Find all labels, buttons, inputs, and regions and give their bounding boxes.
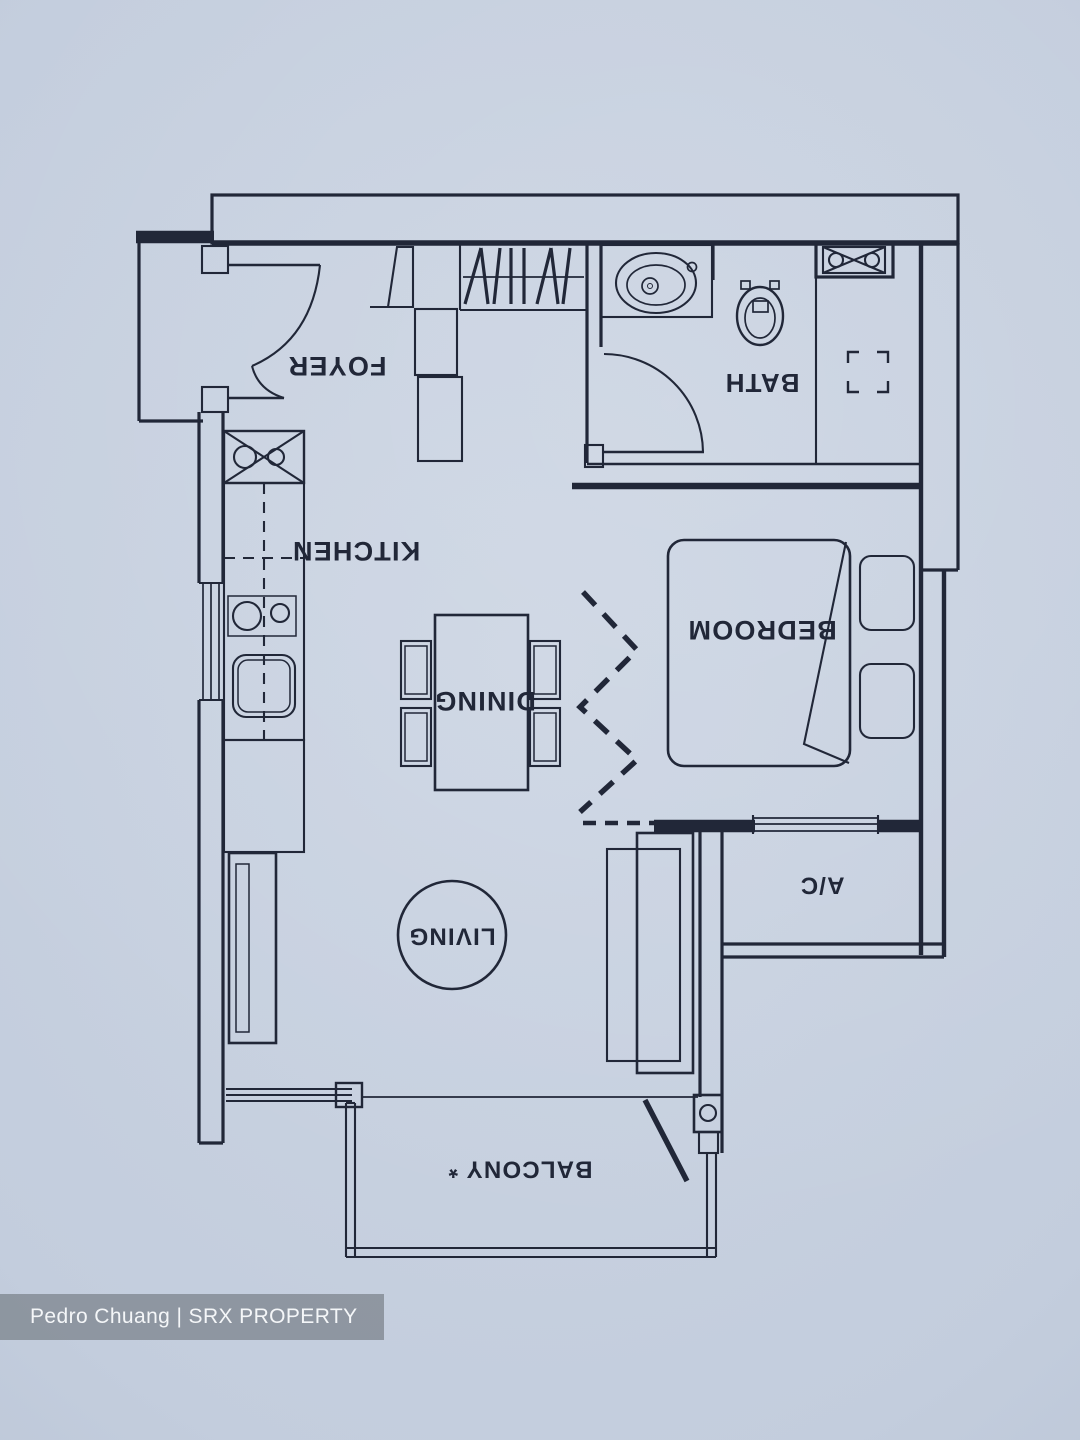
foyer-label: FOYER	[287, 351, 386, 381]
kitchen-label: KITCHEN	[292, 536, 420, 566]
watermark-text: Pedro Chuang | SRX PROPERTY	[30, 1305, 358, 1328]
living-window	[226, 1081, 364, 1109]
watermark-bar: Pedro Chuang | SRX PROPERTY	[0, 1294, 384, 1340]
dining-chair	[528, 706, 562, 768]
basin-counter	[599, 243, 714, 319]
kitchen-window	[202, 583, 220, 700]
living-label-circle	[396, 879, 508, 991]
exhaust-fan-icon	[814, 241, 895, 279]
bedroom-label: BEDROOM	[687, 615, 836, 645]
tv-console-icon	[227, 851, 278, 1045]
wash-basin-icon	[614, 251, 698, 315]
ac-label: A/C	[800, 872, 845, 899]
entrance-door	[228, 263, 322, 400]
bath-label: BATH	[724, 368, 799, 398]
balcony-label: BALCONY *	[447, 1156, 592, 1183]
foyer-cabinets	[370, 245, 464, 463]
bedroom-area: BEDROOM	[654, 538, 921, 834]
dining-area: DINING	[399, 613, 562, 792]
pillow-icon	[858, 554, 916, 632]
toilet-icon	[735, 280, 785, 347]
dining-table	[433, 613, 530, 792]
hanging-clothes-icon	[463, 247, 572, 305]
dining-label: DINING	[434, 686, 536, 716]
ac-ledge-area: A/C	[698, 832, 944, 1153]
kitchen-area: KITCHEN	[222, 429, 420, 854]
kitchen-counter-lower	[222, 738, 306, 854]
foyer-area: FOYER	[228, 245, 464, 463]
bedroom-ac-window	[751, 815, 880, 834]
balcony-area: BALCONY *	[226, 1081, 724, 1259]
cooker-hob-icon	[227, 595, 297, 637]
dining-chair	[399, 639, 433, 701]
bed-icon	[666, 538, 916, 768]
living-area: LIVING	[227, 831, 695, 1075]
sofa-icon	[605, 831, 695, 1075]
living-label: LIVING	[408, 923, 495, 950]
shower-floor-trap-icon	[846, 350, 890, 394]
dining-chair	[399, 706, 433, 768]
pillow-icon	[858, 662, 916, 740]
wardrobe	[458, 243, 589, 463]
dining-chair	[528, 639, 562, 701]
zigzag-partition	[576, 590, 654, 826]
washer-box-icon	[222, 429, 306, 485]
bath-door	[603, 352, 705, 454]
bath-area: BATH	[572, 241, 921, 490]
exterior-walls	[136, 193, 960, 1145]
balcony-sliding-door	[362, 1093, 724, 1183]
balcony-railing	[344, 1101, 718, 1259]
